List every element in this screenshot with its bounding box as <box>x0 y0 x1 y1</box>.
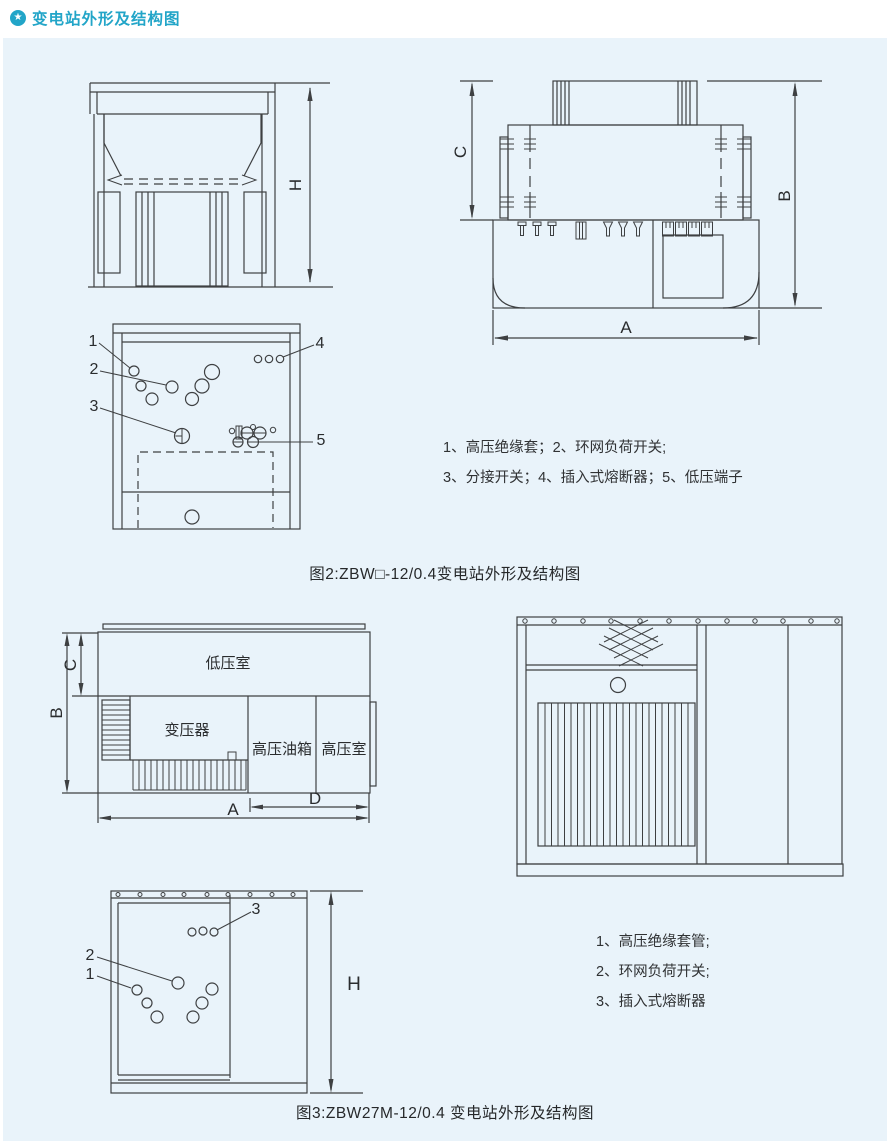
room-label-hv-oil-tank: 高压油箱 <box>252 741 312 758</box>
dimension-b: B <box>47 633 98 794</box>
dim-label-c: C <box>61 659 80 671</box>
plan-outline <box>112 323 301 530</box>
bushing-holes <box>131 926 219 1024</box>
section-header: ★ 变电站外形及结构图 <box>10 7 181 29</box>
callout-2: 2 <box>90 361 99 378</box>
figure2-front-view-drawing: H <box>88 82 333 288</box>
dimension-a: A <box>492 310 760 345</box>
bushings <box>517 221 713 240</box>
transformer-radiators <box>101 696 248 791</box>
room-label-transformer: 变压器 <box>164 722 209 739</box>
callout-1: 1 <box>89 333 98 350</box>
dim-label-b: B <box>47 707 66 718</box>
dim-label-h: H <box>347 974 361 995</box>
figure2-note-line2: 3、分接开关；4、插入式熔断器；5、低压端子 <box>443 470 743 486</box>
callout-leaders <box>96 911 252 989</box>
dim-label-h: H <box>286 179 305 191</box>
callout-3: 3 <box>90 398 99 415</box>
bolt-heads <box>115 892 296 897</box>
dimension-h: H <box>286 87 313 283</box>
cabinet-outline <box>516 616 844 877</box>
room-label-hv-room: 高压室 <box>321 741 366 758</box>
dim-label-d: D <box>309 789 321 808</box>
dimension-c: C <box>61 632 98 697</box>
room-label-low-voltage: 低压室 <box>205 655 250 672</box>
bushing-holes <box>128 354 285 525</box>
figure2-note-line1: 1、高压绝缘套；2、环网负荷开关; <box>443 440 667 456</box>
section-title: 变电站外形及结构图 <box>32 11 181 28</box>
figure3-note-line1: 1、高压绝缘套管; <box>596 934 710 950</box>
star-circle-icon: ★ <box>10 10 26 26</box>
vent-dashed-lines <box>106 174 258 186</box>
plan-outline <box>110 890 308 1094</box>
lv-terminal-cluster <box>228 424 277 449</box>
dim-label-b: B <box>775 190 794 201</box>
figure3-note-line2: 2、环网负荷开关; <box>596 964 710 980</box>
radiator-grille <box>97 191 267 287</box>
dim-label-c: C <box>451 146 470 158</box>
figure3-note-line3: 3、插入式熔断器 <box>596 994 706 1010</box>
dim-label-a: A <box>620 318 632 337</box>
figure3-bottom-plan-drawing: 3 2 1 H <box>86 890 363 1094</box>
dimension-c: C <box>451 80 493 221</box>
figure3-notes: 1、高压绝缘套管; 2、环网负荷开关; 3、插入式熔断器 <box>596 927 710 1017</box>
callout-4: 4 <box>316 335 325 352</box>
dimension-d: D <box>97 789 370 823</box>
door-panel <box>526 664 697 847</box>
callout-2: 2 <box>86 947 95 964</box>
plan-outline <box>97 623 377 794</box>
figure2-caption: 图2:ZBW□-12/0.4变电站外形及结构图 <box>309 566 581 583</box>
figure2-plan-view-drawing: 1 2 3 4 5 <box>89 323 326 530</box>
transformer-cap <box>552 80 698 126</box>
transformer-body <box>499 124 752 221</box>
base-cabinet <box>492 219 760 309</box>
dimension-h: H <box>310 890 363 1094</box>
figure2-notes: 1、高压绝缘套；2、环网负荷开关; 3、分接开关；4、插入式熔断器；5、低压端子 <box>443 433 743 493</box>
figure3-caption: 图3:ZBW27M-12/0.4 变电站外形及结构图 <box>295 1105 595 1122</box>
vent-crosshatch <box>598 619 664 667</box>
bolt-heads <box>522 618 840 624</box>
callout-1: 1 <box>86 966 95 983</box>
callout-leaders <box>98 342 315 443</box>
figure2-side-view-drawing: C B A <box>451 80 822 345</box>
dimension-a: A <box>98 800 369 821</box>
substation-front-outline <box>88 82 333 288</box>
callout-5: 5 <box>317 432 326 449</box>
content-panel <box>3 38 887 1141</box>
dim-label-a: A <box>227 800 239 819</box>
dimension-b: B <box>707 80 822 309</box>
figure3-plan-view-drawing: 低压室 变压器 高压油箱 高压室 C B D A <box>47 623 377 823</box>
tap-switch-symbol <box>173 427 191 445</box>
callout-3: 3 <box>252 901 261 918</box>
figure3-front-view-drawing <box>516 616 844 877</box>
